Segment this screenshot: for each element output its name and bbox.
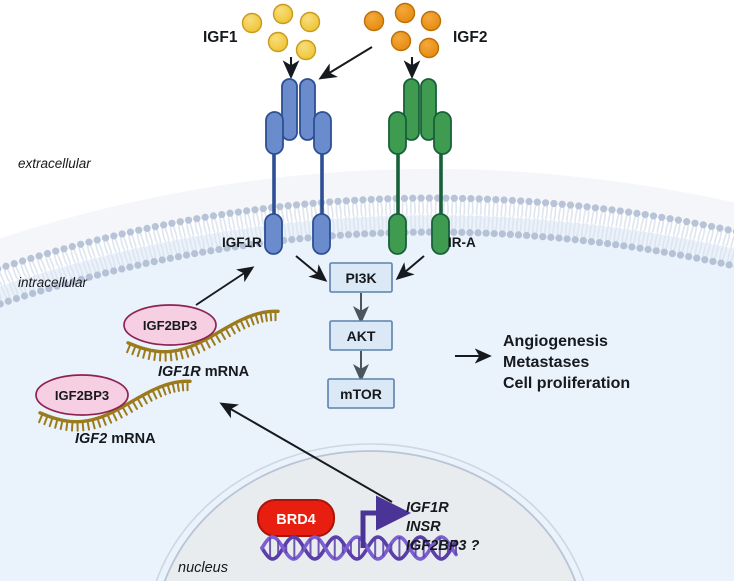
outcome-metastases: Metastases — [503, 354, 589, 371]
outcome-angiogenesis: Angiogenesis — [503, 333, 608, 350]
igf2bp3-label: IGF2BP3 — [143, 318, 197, 333]
pi3k-box — [329, 262, 393, 293]
brd4-protein: BRD4 — [257, 499, 335, 537]
igf1r-mrna-label: IGF1R mRNA — [158, 364, 250, 380]
igf2-ligand-dot — [390, 30, 412, 52]
intracellular-label: intracellular — [18, 275, 88, 290]
igf2-ligand-group — [363, 2, 442, 59]
ira-alpha-subunit — [403, 78, 420, 141]
ira-label: IR-A — [448, 235, 476, 250]
nucleus — [155, 443, 585, 581]
igf1r-label: IGF1R — [222, 235, 262, 250]
igf1-ligand-dot — [272, 3, 294, 25]
igf1-label: IGF1 — [203, 29, 238, 46]
igf2bp3-igf2-mrna-complex: IGF2BP3 IGF2 mRNA — [35, 374, 192, 447]
igf2bp3-label: IGF2BP3 — [55, 388, 109, 403]
igf2-ligand-dot — [394, 2, 416, 24]
outcome-cell-proliferation: Cell proliferation — [503, 375, 630, 392]
target-gene-igf2bp3: IGF2BP3 ? — [406, 538, 479, 554]
igf1r-alpha-subunit — [281, 78, 298, 141]
ira-alpha-subunit — [388, 111, 407, 155]
igf2-ligand-dot — [363, 10, 385, 32]
cascade-node-mtor: mTOR — [327, 378, 395, 409]
igf2-ligand-dot — [420, 10, 442, 32]
igf2-label: IGF2 — [453, 29, 487, 46]
ira-beta-kinase-domain — [431, 213, 450, 255]
transcription-start-arrow — [360, 495, 411, 548]
akt-box — [329, 320, 393, 351]
igf1r-alpha-subunit — [313, 111, 332, 155]
mtor-label: mTOR — [340, 386, 382, 402]
igf1-ligand-group — [241, 3, 321, 61]
igf2bp3-protein-body — [123, 304, 217, 346]
igf1-ligand-dot — [241, 12, 263, 34]
ira-to-pi3k-arrow — [395, 255, 425, 280]
ira-alpha-subunit — [420, 78, 437, 141]
igf1r-beta-kinase-domain — [264, 213, 283, 255]
igf1-ligand-dot — [267, 31, 289, 53]
ira-beta-kinase-domain — [388, 213, 407, 255]
cascade-node-pi3k: PI3K — [329, 262, 393, 293]
igf2-mrna-label: IGF2 mRNA — [75, 431, 156, 447]
target-gene-igf1r: IGF1R — [406, 500, 449, 516]
brd4-label: BRD4 — [276, 512, 315, 528]
dna-double-helix — [260, 535, 458, 561]
igf1r-mrna-strand — [126, 309, 280, 362]
ira-receptor — [388, 78, 452, 255]
target-gene-insr: INSR — [406, 519, 441, 535]
igf2bp3-to-igf1r-arrow — [195, 266, 255, 306]
igf2-ligand-dot — [418, 37, 440, 59]
cascade-node-akt: AKT — [329, 320, 393, 351]
igf2bp3-protein-body — [35, 374, 129, 416]
igf1r-to-pi3k-arrow — [295, 255, 328, 282]
akt-label: AKT — [347, 328, 376, 344]
nucleus-label: nucleus — [178, 560, 228, 576]
igf2-mrna-strand — [38, 379, 192, 432]
igf1r-alpha-subunit — [265, 111, 284, 155]
transcript-to-cytoplasm-arrow — [219, 402, 393, 503]
igf2-to-igf1r-arrow — [318, 46, 373, 80]
extracellular-label: extracellular — [18, 156, 91, 171]
igf1r-receptor — [264, 78, 332, 255]
igf1r-beta-kinase-domain — [312, 213, 331, 255]
pi3k-label: PI3K — [345, 270, 376, 286]
igf1-ligand-dot — [295, 39, 317, 61]
ira-alpha-subunit — [433, 111, 452, 155]
igf2bp3-igf1r-mrna-complex: IGF2BP3 IGF1R mRNA — [123, 304, 280, 380]
mtor-box — [327, 378, 395, 409]
igf1r-alpha-subunit — [299, 78, 316, 141]
igf1-ligand-dot — [299, 11, 321, 33]
